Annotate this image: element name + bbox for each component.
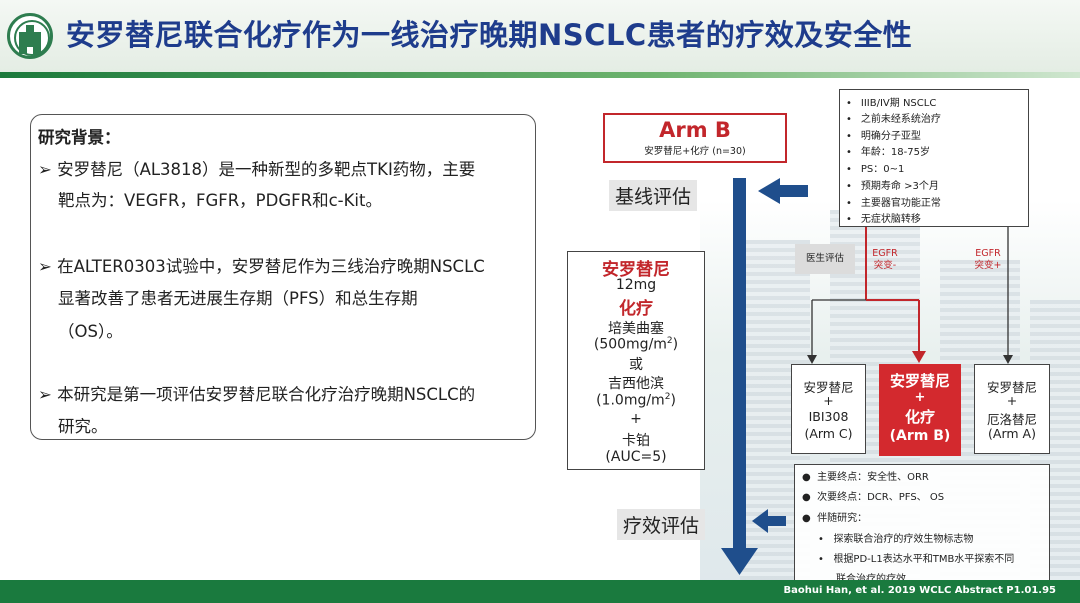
arrow-to-arm-a	[1003, 355, 1013, 364]
arrow-to-arm-c	[807, 355, 817, 364]
arm-b-subtitle: 安罗替尼+化疗 (n=30)	[644, 146, 746, 157]
regimen-carboplatin: 卡铂	[622, 433, 650, 449]
doctor-eval-box: 医生评估	[795, 244, 855, 274]
regimen-gemcitabine-dose: (1.0mg/m2)	[596, 392, 676, 409]
regimen-dose: 12mg	[615, 277, 657, 293]
endpoint-primary: ● 主要终点：安全性、ORR	[802, 472, 929, 483]
endpoint-sub-item: • 根据PD-L1表达水平和TMB水平探索不同	[818, 554, 1015, 565]
endpoint-secondary: ● 次要终点：DCR、PFS、 OS	[802, 492, 945, 503]
criteria-item: 预期寿命 >3个月	[846, 177, 939, 192]
arm-c-line: IBI308	[808, 409, 849, 424]
arm-a-box	[974, 364, 1050, 454]
footer-citation: Baohui Han, et al. 2019 WCLC Abstract P1…	[783, 585, 1057, 596]
bullet-icon: ●	[802, 513, 811, 524]
arm-c-box	[791, 364, 866, 454]
background-line: 研究。	[58, 417, 108, 436]
arm-c-line: (Arm C)	[804, 426, 853, 441]
background-line: （OS）。	[58, 322, 123, 341]
page-title: 安罗替尼联合化疗作为一线治疗晚期NSCLC患者的疗效及安全性	[66, 18, 913, 52]
regimen-chemo: 化疗	[619, 299, 653, 319]
regimen-or: 或	[629, 357, 643, 373]
endpoint-sub-item: • 探索联合治疗的疗效生物标志物	[818, 534, 974, 545]
regimen-carboplatin-dose: (AUC=5)	[605, 449, 667, 465]
arm-b-box	[879, 364, 961, 456]
arm-b-line: 化疗	[904, 408, 935, 426]
arm-a-line: (Arm A)	[988, 426, 1036, 441]
arm-b-line: +	[914, 390, 926, 405]
header-bar	[0, 0, 1080, 72]
header-divider	[0, 72, 1080, 78]
efficacy-arrow-head	[752, 509, 768, 533]
bullet-icon: ●	[802, 472, 811, 483]
background-panel	[30, 114, 536, 440]
endpoints-box	[794, 464, 1050, 586]
baseline-eval-label: 基线评估	[609, 180, 698, 211]
background-line: ➢ 在ALTER0303试验中，安罗替尼作为三线治疗晚期NSCLC	[38, 257, 485, 276]
background-line: ➢ 安罗替尼（AL3818）是一种新型的多靶点TKI药物，主要	[38, 160, 476, 179]
timeline-arrow-head	[721, 548, 758, 575]
criteria-item: 之前未经系统治疗	[846, 110, 941, 125]
endpoint-companion: ● 伴随研究：	[802, 513, 868, 524]
efficacy-arrow-shaft	[766, 516, 786, 526]
footer-bar	[0, 580, 1080, 603]
arm-a-line: 厄洛替尼	[986, 412, 1037, 427]
background-line: 显著改善了患者无进展生存期（PFS）和总生存期	[58, 289, 418, 308]
hospital-logo-icon	[7, 13, 53, 59]
arm-a-line: 安罗替尼	[986, 380, 1037, 395]
criteria-item: 年龄：18-75岁	[846, 143, 930, 158]
arm-c-line: 安罗替尼	[803, 380, 854, 395]
criteria-arrow-shaft	[780, 185, 808, 197]
bullet-icon: ●	[802, 492, 811, 503]
endpoint-sub-item-cont: 联合治疗的疗效	[836, 570, 906, 585]
arm-a-line: +	[1006, 393, 1018, 408]
criteria-item: PS：0~1	[846, 160, 904, 175]
criteria-item: 主要器官功能正常	[846, 194, 941, 209]
background-heading: 研究背景：	[38, 128, 121, 147]
arm-b-header-box	[603, 113, 787, 163]
arm-c-line: +	[823, 393, 834, 408]
criteria-item: 明确分子亚型	[846, 127, 921, 142]
regimen-plus: +	[630, 411, 642, 427]
regimen-pemetrexed-dose: (500mg/m2)	[593, 336, 679, 353]
regimen-box	[567, 251, 705, 470]
efficacy-eval-label: 疗效评估	[617, 509, 706, 540]
arrow-to-arm-b	[912, 351, 926, 363]
arm-b-line: 安罗替尼	[889, 372, 950, 390]
timeline-arrow-shaft	[733, 178, 746, 548]
criteria-item: IIIB/IV期 NSCLC	[846, 94, 936, 109]
arm-b-title: Arm B	[659, 118, 731, 142]
arm-b-line: (Arm B)	[889, 428, 951, 444]
background-line: 靶点为：VEGFR，FGFR，PDGFR和c-Kit。	[58, 191, 382, 210]
regimen-gemcitabine: 吉西他滨	[608, 376, 664, 392]
regimen-pemetrexed: 培美曲塞	[608, 321, 664, 337]
background-line: ➢ 本研究是第一项评估安罗替尼联合化疗治疗晚期NSCLC的	[38, 385, 476, 404]
regimen-drug: 安罗替尼	[602, 260, 670, 280]
criteria-item: 无症状脑转移	[846, 210, 921, 225]
criteria-arrow-head	[758, 178, 780, 204]
